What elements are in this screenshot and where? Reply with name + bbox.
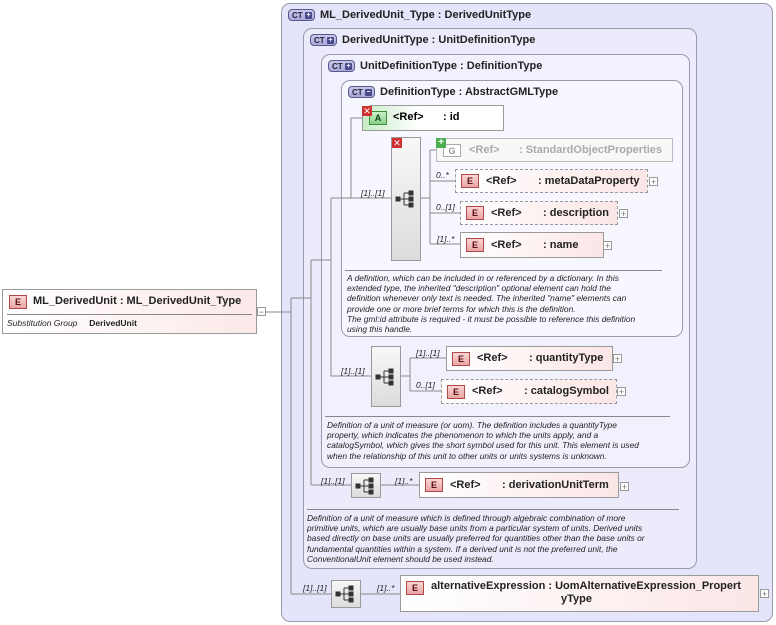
element-icon: E	[425, 478, 443, 492]
definition-type-documentation: A definition, which can be included in o…	[347, 273, 636, 335]
derivedunit-sequence	[351, 473, 381, 498]
substitution-group: Substitution Group DerivedUnit	[7, 318, 137, 328]
element-icon: E	[447, 385, 465, 399]
attribute-ref: <Ref>	[393, 111, 424, 123]
complex-type-icon: CT+	[310, 34, 337, 47]
group-name: : StandardObjectProperties	[519, 144, 663, 156]
definition-sequence	[391, 137, 421, 261]
element-icon: E	[466, 206, 484, 220]
group-standard-object-properties[interactable]: G <Ref> : StandardObjectProperties	[436, 138, 673, 162]
container-title: UnitDefinitionType : DefinitionType	[360, 60, 543, 73]
element-catalogsymbol[interactable]: E <Ref> : catalogSymbol	[441, 379, 617, 404]
expand-name-icon[interactable]: +	[603, 241, 612, 251]
group-icon: G	[443, 144, 461, 157]
element-alternativeexpression[interactable]: E alternativeExpression : UomAlternative…	[400, 575, 759, 612]
element-icon: E	[452, 352, 470, 366]
complex-type-icon: CT−	[348, 86, 375, 99]
expand-alternativeexpression-icon[interactable]: +	[760, 589, 769, 599]
cardinality-quantitytype: [1]..[1]	[416, 348, 440, 358]
cardinality-ml-seq: [1]..[1]	[303, 583, 327, 593]
container-title: DefinitionType : AbstractGMLType	[380, 86, 559, 99]
cardinality-name: [1]..*	[437, 234, 455, 244]
cardinality-definition-seq: [1]..[1]	[361, 188, 385, 198]
sequence-icon	[375, 368, 394, 386]
cardinality-metadataproperty: 0..*	[436, 170, 449, 180]
expand-metadataproperty-icon[interactable]: +	[649, 177, 658, 187]
cardinality-description: 0..[1]	[436, 202, 455, 212]
attribute-id[interactable]: A <Ref> : id	[362, 105, 504, 131]
unitdefinition-type-documentation: Definition of a unit of measure (or uom)…	[327, 420, 639, 461]
optional-remove-icon: ✕	[362, 106, 372, 116]
element-icon: E	[461, 174, 479, 188]
root-element-title: ML_DerivedUnit : ML_DerivedUnit_Type	[33, 295, 242, 307]
expand-derivationunitterm-icon[interactable]: +	[620, 482, 629, 492]
sequence-icon	[395, 190, 414, 208]
container-title: ML_DerivedUnit_Type : DerivedUnitType	[320, 9, 532, 22]
element-icon: E	[406, 581, 424, 595]
expand-description-icon[interactable]: +	[619, 209, 628, 219]
element-icon: E	[466, 238, 484, 252]
element-icon: E	[9, 295, 27, 309]
container-title: DerivedUnitType : UnitDefinitionType	[342, 34, 536, 47]
element-name[interactable]: E <Ref> : name	[460, 232, 604, 258]
unitdefinition-sequence	[371, 346, 401, 407]
root-element-ml-derivedunit[interactable]: E ML_DerivedUnit : ML_DerivedUnit_Type S…	[2, 289, 257, 334]
cardinality-catalogsymbol: 0..[1]	[416, 380, 435, 390]
expand-catalogsymbol-icon[interactable]: +	[617, 387, 626, 397]
collapse-toggle-icon[interactable]: −	[257, 307, 266, 317]
element-metadataproperty[interactable]: E <Ref> : metaDataProperty	[455, 169, 648, 193]
sequence-icon	[355, 477, 374, 495]
element-description[interactable]: E <Ref> : description	[460, 201, 618, 225]
cardinality-unitdef-seq: [1]..[1]	[341, 366, 365, 376]
ml-derivedunit-sequence	[331, 580, 361, 608]
attribute-name: : id	[443, 111, 460, 123]
cardinality-derivationunitterm: [1]..*	[395, 476, 413, 486]
optional-remove-icon: ✕	[392, 138, 402, 148]
expand-quantitytype-icon[interactable]: +	[613, 354, 622, 364]
group-ref: <Ref>	[469, 144, 500, 156]
attribute-icon: A	[369, 111, 387, 125]
add-group-icon: +	[436, 138, 446, 148]
element-quantitytype[interactable]: E <Ref> : quantityType	[446, 346, 613, 371]
complex-type-icon: CT+	[328, 60, 355, 73]
cardinality-derived-seq: [1]..[1]	[321, 476, 345, 486]
derivedunit-type-documentation: Definition of a unit of measure which is…	[307, 513, 645, 564]
complex-type-icon: CT+	[288, 9, 315, 22]
element-derivationunitterm[interactable]: E <Ref> : derivationUnitTerm	[419, 472, 619, 498]
sequence-icon	[335, 585, 354, 603]
cardinality-alternativeexpression: [1]..*	[377, 583, 395, 593]
